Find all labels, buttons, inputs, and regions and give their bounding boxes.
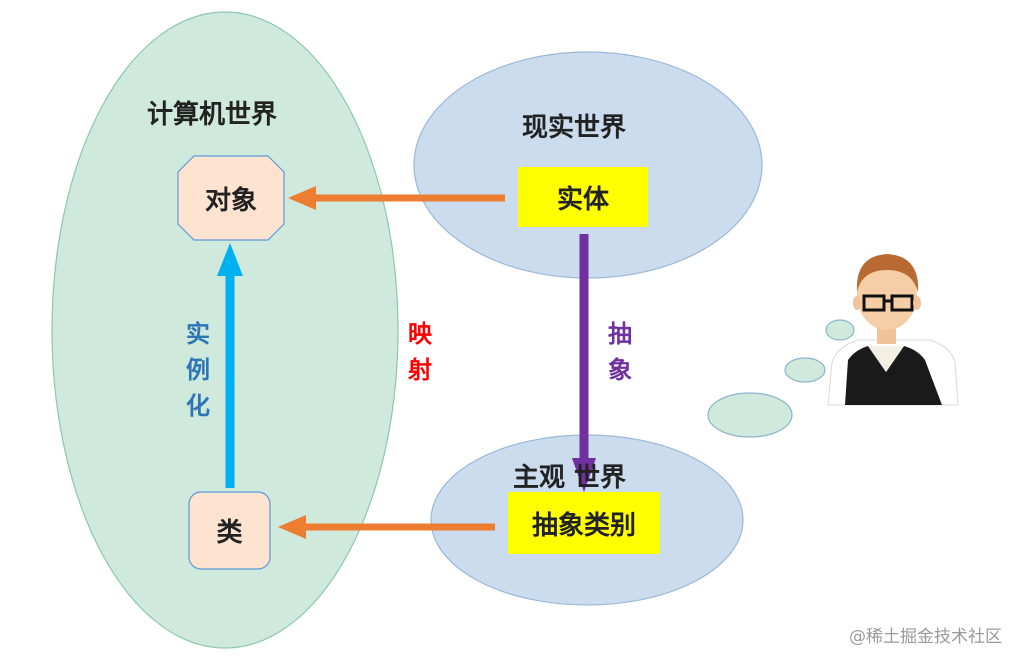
computer-world-title: 计算机世界 bbox=[147, 100, 278, 130]
thought-bubble-large bbox=[707, 392, 793, 438]
abstract-label: 抽象 bbox=[608, 320, 632, 384]
real-world-title: 现实世界 bbox=[522, 113, 627, 143]
abstract-category-node: 抽象类别 bbox=[508, 492, 660, 554]
class-node: 类 bbox=[216, 518, 243, 548]
subjective-world-title: 主观 世界 bbox=[513, 463, 627, 493]
object-node: 对象 bbox=[204, 185, 257, 216]
thinking-person-icon bbox=[827, 254, 959, 406]
mapping-label: 映射 bbox=[408, 320, 432, 384]
watermark: @稀土掘金技术社区 bbox=[849, 627, 1002, 647]
entity-node: 实体 bbox=[518, 167, 648, 227]
instantiate-label: 实例化 bbox=[186, 320, 210, 420]
instantiate-arrow-head bbox=[217, 243, 243, 276]
class-node-shape bbox=[188, 491, 271, 570]
abstract-arrow-head bbox=[572, 458, 596, 492]
object-node-shape bbox=[177, 155, 285, 241]
thought-bubble-small bbox=[825, 319, 855, 341]
thought-bubble-medium bbox=[784, 357, 826, 383]
mapping-arrow-bottom-head bbox=[278, 515, 306, 539]
mapping-arrow-top-head bbox=[288, 186, 316, 210]
computer-world-ellipse bbox=[51, 11, 399, 649]
